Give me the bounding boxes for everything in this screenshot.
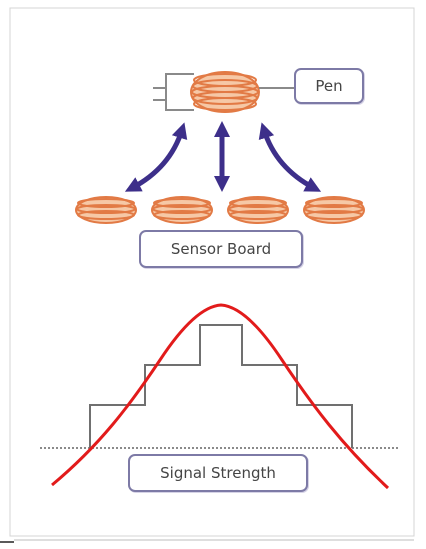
sensor-coil-2 bbox=[151, 196, 213, 224]
signal-step-outline bbox=[89, 324, 353, 448]
pen-label-text: Pen bbox=[315, 77, 343, 95]
pen-label: Pen bbox=[294, 68, 364, 104]
pen-leads bbox=[153, 73, 194, 111]
sensor-coil-4 bbox=[303, 196, 365, 224]
sensor-board-label: Sensor Board bbox=[139, 230, 303, 268]
signal-strength-label-text: Signal Strength bbox=[160, 464, 276, 482]
signal-strength-label: Signal Strength bbox=[128, 454, 308, 492]
sensor-coil-icon bbox=[75, 196, 365, 224]
frame-border bbox=[9, 7, 415, 537]
double-arrow-icon bbox=[124, 120, 322, 193]
signal-curve bbox=[51, 303, 390, 490]
sensor-board-label-text: Sensor Board bbox=[170, 240, 272, 258]
sensor-coil-1 bbox=[75, 196, 137, 224]
pen-coil-icon bbox=[190, 71, 260, 113]
sensor-coil-3 bbox=[227, 196, 289, 224]
